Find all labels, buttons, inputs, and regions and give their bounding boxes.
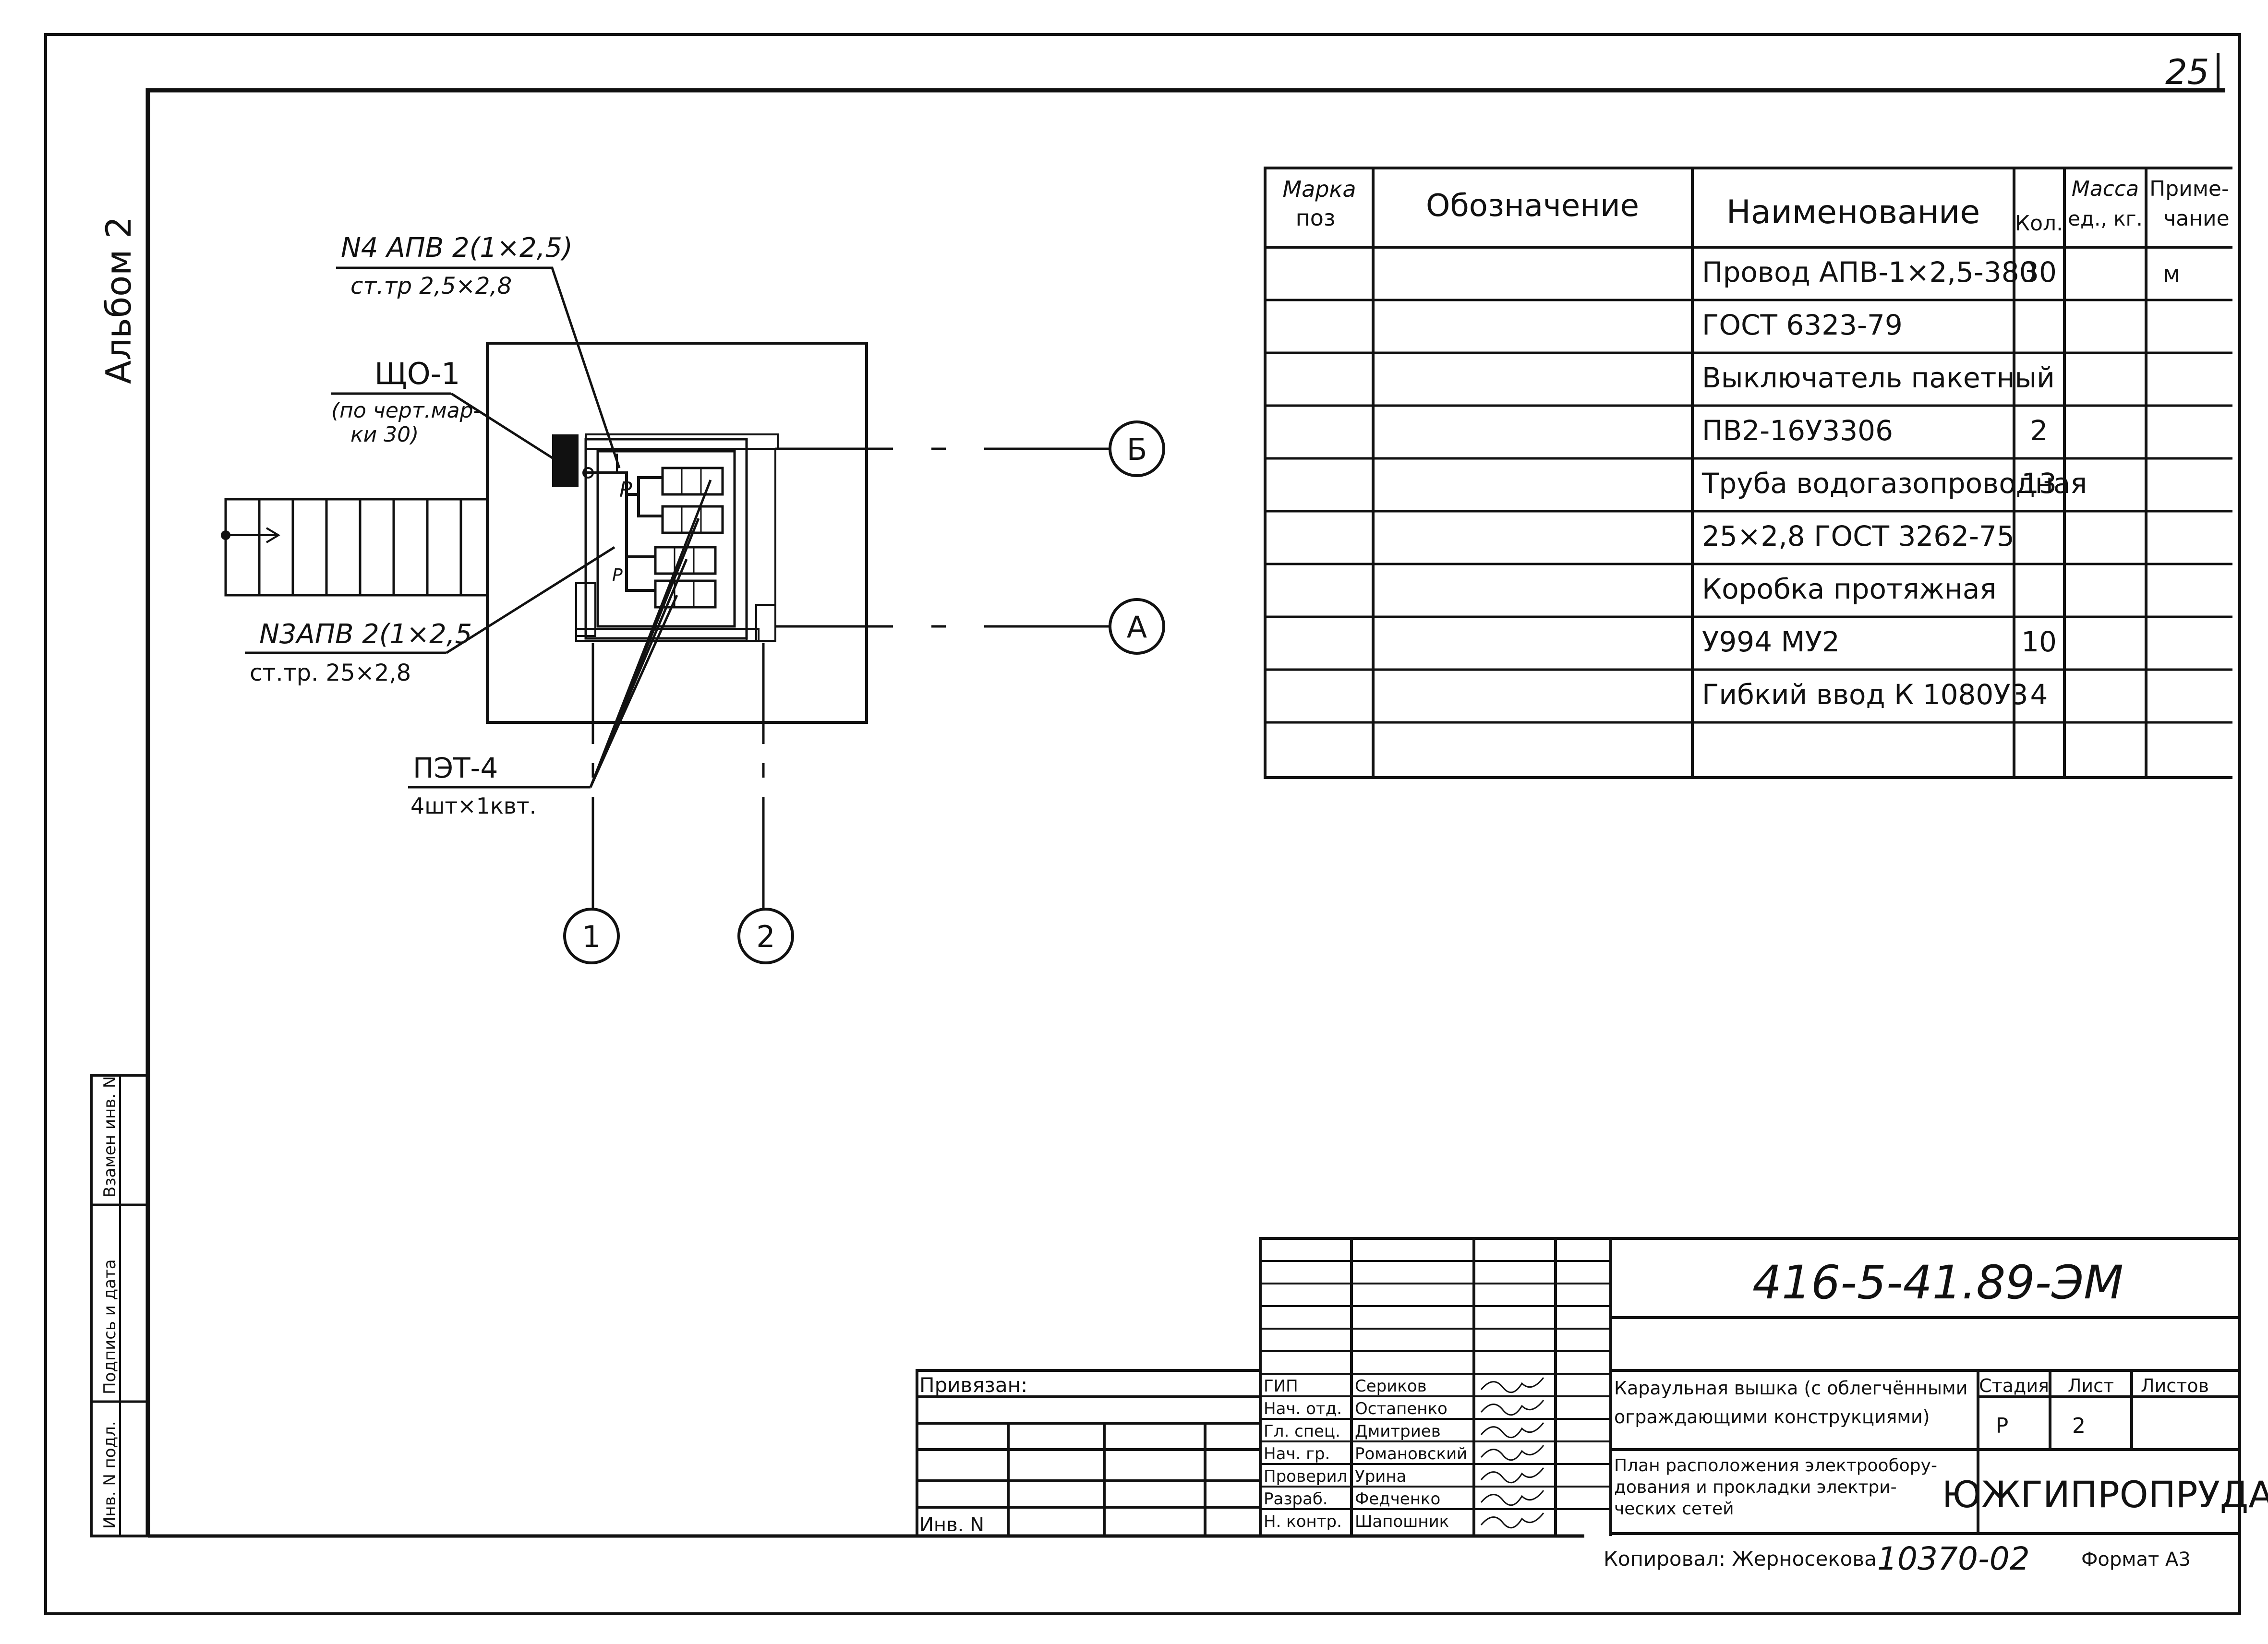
organization-name: ЮЖГИПРОПРУДА bbox=[1942, 1473, 2268, 1516]
staff-signature bbox=[1480, 1445, 1544, 1461]
staff-name: Остапенко bbox=[1355, 1399, 1448, 1418]
object-line-1: Караульная вышка (с облегчёнными bbox=[1614, 1378, 1967, 1399]
format-label: Формат А3 bbox=[2081, 1548, 2191, 1571]
label-n4-pipe: ст.тр 2,5×2,8 bbox=[350, 273, 512, 300]
spec-header-mark-2: поз bbox=[1296, 205, 1336, 231]
staircase bbox=[224, 498, 489, 597]
spec-header-note-2: чание bbox=[2163, 206, 2229, 231]
spec-row-name: 25×2,8 ГОСТ 3262-75 bbox=[1702, 520, 2015, 552]
spec-row-name: Провод АПВ-1×2,5-380 bbox=[1702, 256, 2037, 288]
spec-row-name: ПВ2-16У3306 bbox=[1702, 414, 1893, 447]
spec-header-qty: Кол. bbox=[2015, 211, 2063, 236]
wiring bbox=[583, 454, 663, 592]
axis-bubble-a: А bbox=[1109, 598, 1165, 655]
outer-sheet-border bbox=[44, 33, 2241, 1615]
label-heater-count: 4шт×1квт. bbox=[410, 793, 536, 819]
staff-signature bbox=[1480, 1490, 1544, 1506]
album-label: Альбом 2 bbox=[98, 216, 139, 384]
staff-role: Нач. гр. bbox=[1264, 1444, 1330, 1464]
staff-name: Шапошник bbox=[1355, 1512, 1449, 1531]
stage-label: Стадия bbox=[1979, 1375, 2049, 1396]
specification-table: Марка поз Обозначение Наименование Кол. … bbox=[1264, 167, 2232, 779]
spec-row-qty: 13 bbox=[2021, 467, 2057, 500]
copied-by: Копировал: Жерносекова bbox=[1604, 1547, 1877, 1571]
staff-name: Дмитриев bbox=[1355, 1422, 1441, 1441]
sheets-label: Листов bbox=[2141, 1375, 2209, 1396]
inventory-label: Инв. N bbox=[919, 1514, 984, 1536]
stage-value: Р bbox=[1996, 1414, 2009, 1438]
plan-drawing: P P bbox=[221, 232, 1165, 964]
label-panel-note-1: (по черт.мар- bbox=[331, 398, 481, 423]
spec-row-qty: 2 bbox=[2030, 414, 2048, 447]
copy-number: 10370-02 bbox=[1877, 1540, 2030, 1577]
spec-header-mass-1: Масса bbox=[2072, 177, 2139, 201]
staff-signature bbox=[1480, 1422, 1544, 1439]
staff-role: Нач. отд. bbox=[1264, 1399, 1342, 1418]
side-stamp: Инв. N подл. Подпись и дата Взамен инв. … bbox=[90, 1074, 149, 1537]
label-n3-cable: N3АПВ 2(1×2,5 bbox=[259, 619, 472, 650]
staff-role: Гл. спец. bbox=[1264, 1422, 1340, 1441]
label-panel-shch: ЩО-1 bbox=[374, 356, 460, 391]
sheet-number: 25 bbox=[2165, 52, 2209, 92]
spec-row-qty: 10 bbox=[2021, 625, 2057, 658]
side-stamp-signature-date: Подпись и дата bbox=[100, 1259, 120, 1394]
staff-name: Урина bbox=[1355, 1467, 1406, 1486]
sheet-value: 2 bbox=[2072, 1414, 2086, 1438]
spec-header-mark-1: Марка bbox=[1282, 176, 1356, 202]
label-n4-cable: N4 АПВ 2(1×2,5) bbox=[341, 232, 573, 264]
staff-name: Романовский bbox=[1355, 1444, 1467, 1464]
staff-signature bbox=[1480, 1512, 1544, 1529]
staff-signature bbox=[1480, 1400, 1544, 1416]
spec-row-qty: 4 bbox=[2030, 678, 2048, 711]
axis-lines bbox=[591, 447, 1109, 910]
staff-role: Проверил bbox=[1264, 1467, 1347, 1486]
spec-row-name: У994 МУ2 bbox=[1702, 625, 1840, 658]
spec-row-note: м bbox=[2163, 261, 2180, 288]
drawing-title-line-3: ческих сетей bbox=[1614, 1499, 1734, 1519]
inner-drawing-frame bbox=[145, 88, 2225, 1536]
staff-name: Федченко bbox=[1355, 1489, 1440, 1509]
staff-name: Сериков bbox=[1355, 1377, 1427, 1396]
drawing-title-line-2: дования и прокладки электри- bbox=[1614, 1477, 1897, 1497]
bound-label: Привязан: bbox=[919, 1373, 1027, 1397]
leader-lines bbox=[245, 266, 712, 789]
spec-header-name: Наименование bbox=[1726, 193, 1980, 231]
spec-row-name: Выключатель пакетный bbox=[1702, 361, 2055, 394]
spec-header-mass-2: ед., кг. bbox=[2068, 207, 2143, 230]
spec-header-note-1: Приме- bbox=[2149, 177, 2229, 201]
switch-mark: P bbox=[619, 478, 632, 502]
staff-role: ГИП bbox=[1264, 1377, 1298, 1396]
svg-text:2: 2 bbox=[756, 919, 775, 954]
title-block: 416-5-41.89-ЭМ Привязан: Инв. N ГИП Серик… bbox=[916, 1237, 2268, 1577]
side-stamp-inv-podl: Инв. N подл. bbox=[100, 1421, 120, 1529]
axis-bubble-1: 1 bbox=[563, 908, 620, 964]
axis-bubble-b: Б bbox=[1109, 420, 1165, 477]
object-line-2: ограждающими конструкциями) bbox=[1614, 1406, 1930, 1428]
spec-row-name: Коробка протяжная bbox=[1702, 573, 1996, 605]
svg-text:Б: Б bbox=[1127, 432, 1147, 467]
staff-role: Разраб. bbox=[1264, 1489, 1328, 1509]
staff-role: Н. контр. bbox=[1264, 1512, 1342, 1531]
staff-signature bbox=[1480, 1377, 1544, 1393]
spec-row-name: ГОСТ 6323-79 bbox=[1702, 309, 1903, 341]
side-stamp-replace-inv: Взамен инв. N bbox=[100, 1076, 120, 1198]
drawing-title-line-1: План расположения электрообору- bbox=[1614, 1456, 1937, 1476]
spec-row-name: Труба водогазопроводная bbox=[1701, 467, 2087, 500]
heater-group bbox=[654, 467, 724, 609]
spec-row-name: Гибкий ввод К 1080У3 bbox=[1702, 678, 2028, 711]
label-heater: ПЭТ-4 bbox=[413, 752, 498, 784]
axis-bubble-2: 2 bbox=[737, 908, 794, 964]
spec-header-designation: Обозначение bbox=[1426, 188, 1639, 224]
svg-text:А: А bbox=[1127, 610, 1147, 645]
spec-row-qty: 30 bbox=[2021, 256, 2057, 288]
sheet-label: Лист bbox=[2068, 1375, 2114, 1396]
svg-text:1: 1 bbox=[582, 919, 601, 954]
sheet-number-box: 25 bbox=[2165, 52, 2220, 92]
staff-signature bbox=[1480, 1467, 1544, 1484]
label-n3-pipe: ст.тр. 25×2,8 bbox=[250, 660, 411, 686]
label-panel-note-2: ки 30) bbox=[350, 422, 419, 447]
switch-mark-2: P bbox=[612, 565, 623, 585]
doc-code: 416-5-41.89-ЭМ bbox=[1752, 1256, 2123, 1309]
